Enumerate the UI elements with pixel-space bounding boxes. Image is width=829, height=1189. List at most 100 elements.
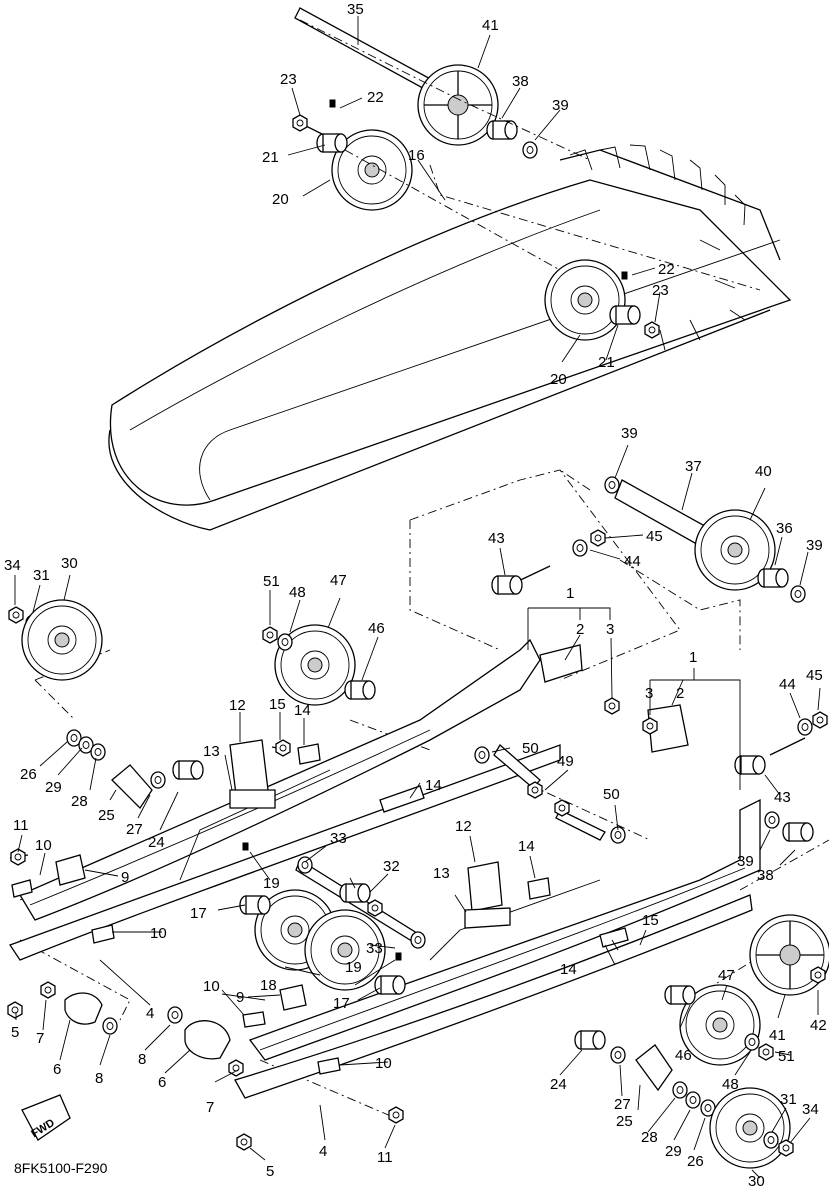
callout-24: 24 xyxy=(550,1076,567,1093)
callout-14: 14 xyxy=(518,838,535,855)
callout-48: 48 xyxy=(289,584,306,601)
screw-5-right xyxy=(236,1133,252,1151)
rear-axle-assembly xyxy=(491,476,806,603)
bushing-24-right xyxy=(574,1030,606,1050)
callout-45: 45 xyxy=(806,667,823,684)
callout-4: 4 xyxy=(146,1005,154,1022)
cap-9-right xyxy=(279,984,307,1011)
washer-48-right xyxy=(744,1033,760,1051)
callout-11: 11 xyxy=(13,817,29,834)
rivet-11-right xyxy=(388,1106,404,1124)
washer-44-right xyxy=(797,718,813,736)
wheel-6-left xyxy=(64,992,103,1025)
stopper-12-left xyxy=(229,739,269,796)
washer-44-upper xyxy=(572,539,588,557)
center-parts xyxy=(239,644,828,995)
callout-38: 38 xyxy=(757,867,774,884)
washer-28-right xyxy=(672,1081,688,1099)
callout-20: 20 xyxy=(550,371,567,388)
callout-36: 36 xyxy=(776,520,793,537)
nut-51-right xyxy=(758,1043,774,1061)
collar-36 xyxy=(757,568,789,588)
washer-8-right xyxy=(167,1006,183,1024)
callout-21: 21 xyxy=(598,354,615,371)
callout-24: 24 xyxy=(148,834,165,851)
collar-38-lower xyxy=(782,822,814,842)
bolt-3-right xyxy=(642,717,658,735)
callout-10: 10 xyxy=(203,978,220,995)
screw-15-left xyxy=(275,739,291,757)
callout-37: 37 xyxy=(685,458,702,475)
callout-42: 42 xyxy=(810,1017,827,1034)
bracket-2-right xyxy=(647,704,689,753)
lower-right-parts xyxy=(574,914,829,1169)
callout-39: 39 xyxy=(621,425,638,442)
callout-32: 32 xyxy=(383,858,400,875)
callout-labels: 35 41 23 22 38 39 21 16 20 22 23 21 20 3… xyxy=(4,1,827,1189)
plate-14-left xyxy=(297,743,321,765)
idler-wheel-20-lower xyxy=(544,259,626,341)
callout-21: 21 xyxy=(262,149,279,166)
callout-51: 51 xyxy=(263,573,280,590)
fwd-arrow-icon xyxy=(21,1094,71,1141)
nipple-19-right xyxy=(395,952,402,961)
callout-10: 10 xyxy=(35,837,52,854)
bracket-13-right xyxy=(464,907,511,929)
callout-2: 2 xyxy=(576,621,584,638)
callout-13: 13 xyxy=(203,743,220,760)
callout-44: 44 xyxy=(624,553,641,570)
callout-33: 33 xyxy=(330,830,347,847)
callout-47: 47 xyxy=(718,967,735,984)
plate-10-right-a xyxy=(242,1011,266,1028)
callout-46: 46 xyxy=(675,1047,692,1064)
callout-44: 44 xyxy=(779,676,796,693)
callout-1: 1 xyxy=(689,649,697,666)
callout-30: 30 xyxy=(61,555,78,572)
nut-45-right xyxy=(812,711,828,729)
callout-51: 51 xyxy=(778,1048,795,1065)
plate-10-left-b xyxy=(91,924,115,944)
bushing-46-left xyxy=(344,680,376,700)
bracket-25-right xyxy=(635,1044,673,1092)
callout-41: 41 xyxy=(482,17,499,34)
nut-32 xyxy=(367,899,383,917)
bushing-17-right xyxy=(374,975,406,995)
callout-5: 5 xyxy=(11,1024,19,1041)
left-side-parts xyxy=(8,599,425,813)
callout-5: 5 xyxy=(266,1163,274,1180)
callout-38: 38 xyxy=(512,73,529,90)
washer-50-upper xyxy=(474,746,490,764)
callout-14: 14 xyxy=(425,777,442,794)
washer-31-right xyxy=(763,1131,779,1149)
cap-9-left xyxy=(55,854,86,886)
callout-16: 16 xyxy=(408,147,425,164)
grease-nipple-22-lower xyxy=(621,271,628,280)
callout-41: 41 xyxy=(769,1027,786,1044)
callout-47: 47 xyxy=(330,572,347,589)
washer-39-right xyxy=(790,585,806,603)
washer-27-right xyxy=(610,1046,626,1064)
washer-27-left xyxy=(150,771,166,789)
screw-7-left xyxy=(40,981,56,999)
callout-28: 28 xyxy=(71,793,88,810)
callout-17: 17 xyxy=(333,995,350,1012)
screw-5-left xyxy=(7,1001,23,1019)
callout-31: 31 xyxy=(780,1091,797,1108)
callout-4: 4 xyxy=(319,1143,327,1160)
bolt-49 xyxy=(527,781,543,799)
callout-22: 22 xyxy=(367,89,384,106)
callout-48: 48 xyxy=(722,1076,739,1093)
callout-6: 6 xyxy=(158,1074,166,1091)
callout-8: 8 xyxy=(95,1070,103,1087)
callout-10: 10 xyxy=(150,925,167,942)
callout-31: 31 xyxy=(33,567,50,584)
callout-26: 26 xyxy=(20,766,37,783)
leader-lines xyxy=(14,16,821,1179)
spacer-32 xyxy=(339,883,371,903)
callout-34: 34 xyxy=(4,557,21,574)
callout-28: 28 xyxy=(641,1129,658,1146)
callout-9: 9 xyxy=(236,989,244,1006)
callout-49: 49 xyxy=(557,753,574,770)
bracket-13-left xyxy=(229,789,276,809)
